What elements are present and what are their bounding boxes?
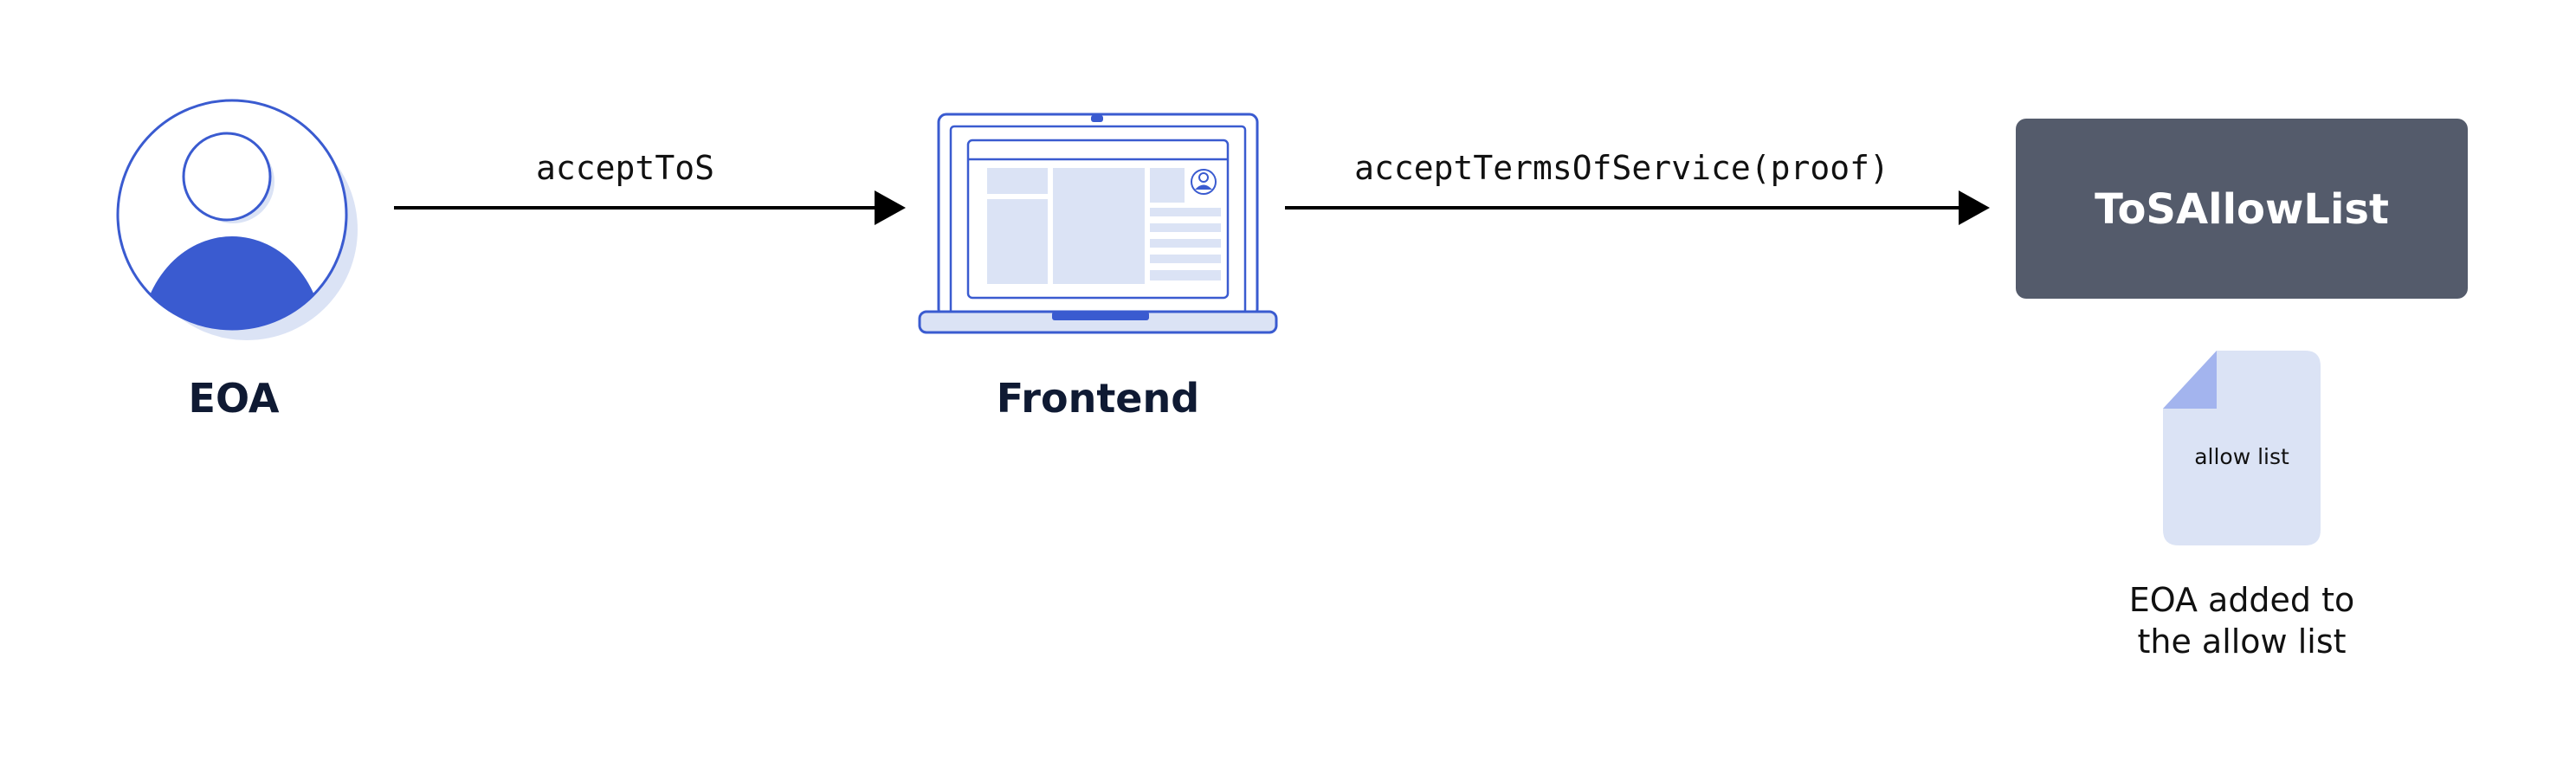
document-label: allow list <box>2194 444 2289 469</box>
laptop-icon <box>918 113 1278 334</box>
tos-allowlist-label: ToSAllowList <box>2095 185 2389 234</box>
accept-tos-edge-label: acceptToS <box>536 149 714 187</box>
eoa-label: EOA <box>189 375 280 422</box>
eoa-avatar-icon <box>116 99 358 340</box>
frontend-label: Frontend <box>997 375 1199 422</box>
accept-terms-edge-label: acceptTermsOfService(proof) <box>1354 149 1889 187</box>
tos-allowlist-box <box>2016 119 2468 299</box>
arrow-frontend-to-contract <box>1285 190 1990 225</box>
document-icon <box>2163 351 2321 545</box>
note-line-2: the allow list <box>2137 622 2346 661</box>
arrow-eoa-to-frontend <box>394 190 906 225</box>
note-line-1: EOA added to <box>2129 581 2355 619</box>
